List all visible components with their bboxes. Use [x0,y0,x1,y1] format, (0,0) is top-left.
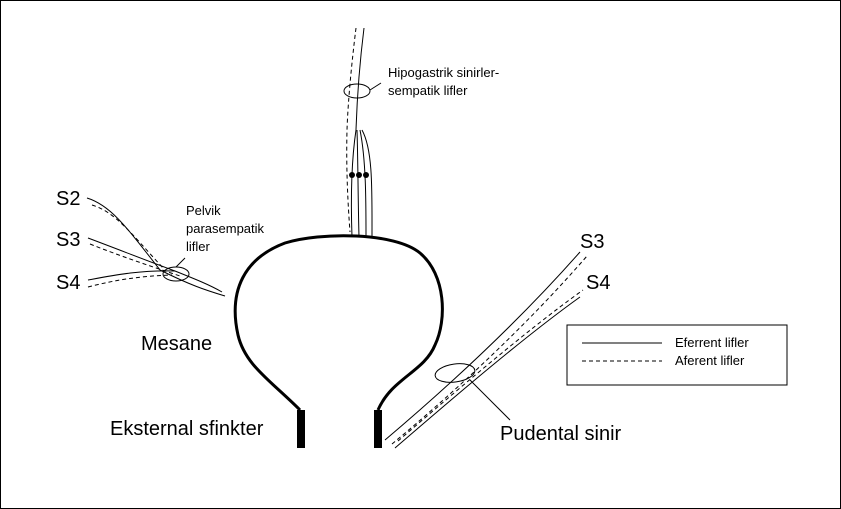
label-s2-left: S2 [56,188,80,210]
label-pelvic-line3: lifler [186,239,211,254]
legend-efferent-label: Eferrent lifler [675,335,749,350]
ganglion-dot [356,172,362,178]
hypogastric-ellipse [343,83,371,99]
legend-box [566,324,788,386]
hypogastric-nerve [343,27,382,238]
legend: Eferrent lifler Aferent lifler [566,324,788,386]
pelvic-nerves [86,197,226,297]
label-bladder: Mesane [141,333,212,355]
pelvic-ellipse [162,266,190,282]
label-s4-left: S4 [56,272,80,294]
label-pudendal: Pudental sinir [500,423,622,445]
label-external-sphincter: Eksternal sfinkter [110,418,264,440]
bladder-outline [233,234,444,412]
ganglion-dot [349,172,355,178]
pudendal-ellipse [434,363,476,383]
label-s3-right: S3 [580,231,604,253]
label-hypogastric-line2: sempatik lifler [388,83,468,98]
label-pelvic-line1: Pelvik [186,203,221,218]
label-pelvic-line2: parasempatik [186,221,265,236]
label-hypogastric-line1: Hipogastrik sinirler- [388,65,499,80]
sphincter-right-block [374,410,382,448]
label-s4-right: S4 [586,272,610,294]
label-s3-left: S3 [56,229,80,251]
sphincter-left-block [297,410,305,448]
ganglion-dot [363,172,369,178]
pudendal-nerves [384,251,588,449]
legend-afferent-label: Aferent lifler [675,353,745,368]
